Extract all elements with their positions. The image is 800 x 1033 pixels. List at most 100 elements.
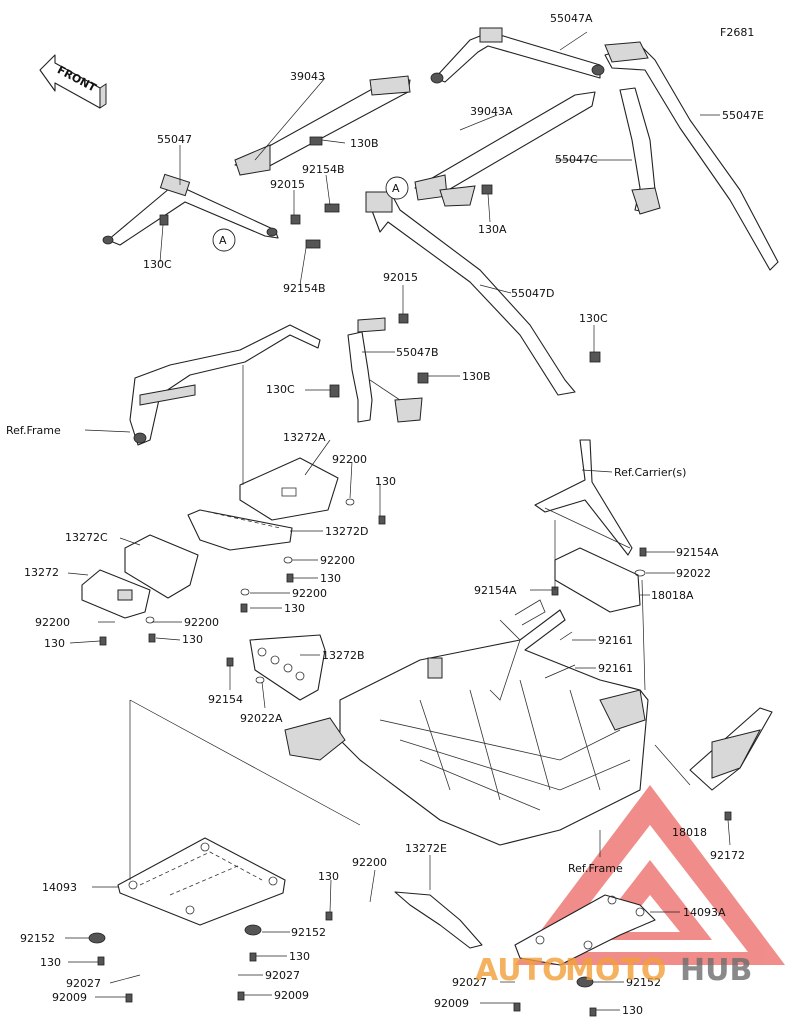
label-92027: 92027	[66, 977, 101, 990]
part-55047A-hoop	[430, 27, 605, 84]
label-130-3: 130	[284, 602, 305, 615]
label-92154B-2: 92154B	[283, 282, 326, 295]
label-130A: 130A	[478, 223, 507, 236]
label-92154: 92154	[208, 693, 243, 706]
label-92152-2: 92152	[291, 926, 326, 939]
watermark-text: AUTO MOTO HUB	[475, 953, 752, 988]
svg-text:A: A	[219, 234, 227, 247]
part-55047E-bar	[604, 41, 779, 271]
part-13272A-plate	[239, 457, 339, 521]
part-39043A-brace	[414, 91, 596, 207]
label-ref-carrier: Ref.Carrier(s)	[614, 466, 686, 479]
part-18018A-panel	[554, 547, 641, 613]
label-92200-5: 92200	[184, 616, 219, 629]
main-frame	[284, 599, 649, 846]
svg-text:A: A	[392, 182, 400, 195]
ref-carrier	[534, 439, 633, 556]
label-18018A: 18018A	[651, 589, 694, 602]
label-130-9: 130	[622, 1004, 643, 1017]
label-130-8: 130	[289, 950, 310, 963]
label-130: 130	[375, 475, 396, 488]
label-130-2: 130	[320, 572, 341, 585]
part-13272-plate	[81, 569, 151, 619]
part-55047D-hoop	[365, 191, 576, 396]
label-130C-2: 130C	[579, 312, 608, 325]
label-92200-6: 92200	[352, 856, 387, 869]
label-14093: 14093	[42, 881, 77, 894]
part-13272E-guard	[394, 891, 483, 949]
callout-a-left: A	[212, 228, 236, 252]
label-18018: 18018	[672, 826, 707, 839]
label-55047E: 55047E	[722, 109, 764, 122]
label-39043: 39043	[290, 70, 325, 83]
part-14093A-skid-plate	[514, 894, 656, 966]
part-55047C-bar	[619, 87, 661, 215]
label-92009-3: 92009	[434, 997, 469, 1010]
fasteners-lower	[88, 498, 732, 1017]
part-13272D-plate	[187, 509, 293, 551]
label-55047D: 55047D	[511, 287, 554, 300]
label-55047A: 55047A	[550, 12, 593, 25]
label-13272C: 13272C	[65, 531, 108, 544]
part-13272B-guard	[249, 634, 326, 701]
label-13272B: 13272B	[322, 649, 365, 662]
svg-text:HUB: HUB	[680, 953, 752, 988]
part-18018-panel	[689, 707, 773, 791]
label-92200-4: 92200	[35, 616, 70, 629]
label-130C: 130C	[143, 258, 172, 271]
label-55047C: 55047C	[555, 153, 598, 166]
label-92027-3: 92027	[452, 976, 487, 989]
part-13272C-plate	[124, 534, 199, 599]
svg-text:AUTO: AUTO	[475, 953, 568, 988]
label-130B: 130B	[350, 137, 379, 150]
label-13272E: 13272E	[405, 842, 447, 855]
label-92009: 92009	[52, 991, 87, 1004]
label-130-5: 130	[182, 633, 203, 646]
label-92154A-2: 92154A	[474, 584, 517, 597]
label-130B-2: 130B	[462, 370, 491, 383]
label-ref-frame: Ref.Frame	[6, 424, 61, 437]
label-55047B: 55047B	[396, 346, 439, 359]
callout-a-right: A	[385, 176, 409, 200]
diagram-code: F2681	[720, 26, 754, 39]
label-130C-3: 130C	[266, 383, 295, 396]
svg-text:MOTO: MOTO	[565, 953, 666, 988]
label-13272: 13272	[24, 566, 59, 579]
front-direction-badge: FRONT	[39, 54, 107, 109]
label-92015-2: 92015	[383, 271, 418, 284]
label-92161-2: 92161	[598, 662, 633, 675]
fasteners-upper	[159, 136, 601, 398]
label-ref-frame-2: Ref.Frame	[568, 862, 623, 875]
label-130-4: 130	[44, 637, 65, 650]
part-39043-brace	[234, 75, 411, 176]
part-14093-skid-plate	[117, 837, 286, 926]
label-92022A: 92022A	[240, 712, 283, 725]
label-92161: 92161	[598, 634, 633, 647]
label-92152-3: 92152	[626, 976, 661, 989]
label-92027-2: 92027	[265, 969, 300, 982]
label-55047: 55047	[157, 133, 192, 146]
label-92009-2: 92009	[274, 989, 309, 1002]
label-13272D: 13272D	[325, 525, 368, 538]
ref-frame-upper-rail	[129, 324, 321, 446]
label-14093A: 14093A	[683, 906, 726, 919]
label-130-7: 130	[40, 956, 61, 969]
label-92152: 92152	[20, 932, 55, 945]
label-92015: 92015	[270, 178, 305, 191]
label-13272A: 13272A	[283, 431, 326, 444]
label-39043A: 39043A	[470, 105, 513, 118]
leader-lines	[65, 31, 731, 1011]
label-92154A: 92154A	[676, 546, 719, 559]
label-92154B: 92154B	[302, 163, 345, 176]
label-130-6: 130	[318, 870, 339, 883]
part-55047-front-bar	[102, 173, 279, 246]
part-55047B-bar	[347, 317, 423, 423]
part-labels: F2681 55047A 39043 55047E 39043A 55047 1…	[6, 12, 764, 1017]
label-92200-3: 92200	[292, 587, 327, 600]
label-92200-2: 92200	[320, 554, 355, 567]
label-92022: 92022	[676, 567, 711, 580]
label-92172: 92172	[710, 849, 745, 862]
label-92200: 92200	[332, 453, 367, 466]
